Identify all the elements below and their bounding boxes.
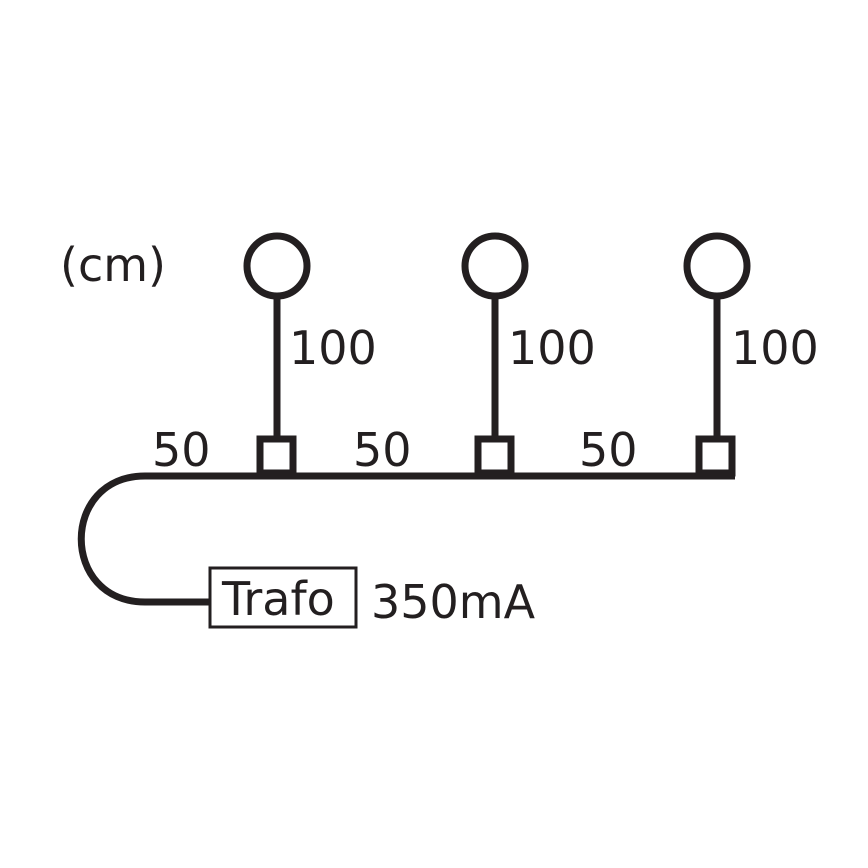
transformer-label: Trafo <box>221 572 335 626</box>
drop-length-1: 100 <box>289 321 377 375</box>
unit-label: (cm) <box>60 238 166 292</box>
segment-length-3: 50 <box>579 423 638 477</box>
segment-length-2: 50 <box>353 423 412 477</box>
drop-length-2: 100 <box>508 321 596 375</box>
transformer-current: 350mA <box>371 575 536 629</box>
lamp-1 <box>243 232 311 300</box>
drop-length-3: 100 <box>731 321 819 375</box>
main-cable <box>77 472 735 606</box>
connector-2 <box>474 435 515 477</box>
connector-1 <box>256 435 297 477</box>
lamp-2 <box>461 232 529 300</box>
transformer-box <box>208 566 358 629</box>
lamp-3 <box>683 232 751 300</box>
segment-length-1: 50 <box>152 423 211 477</box>
connector-3 <box>695 435 736 477</box>
